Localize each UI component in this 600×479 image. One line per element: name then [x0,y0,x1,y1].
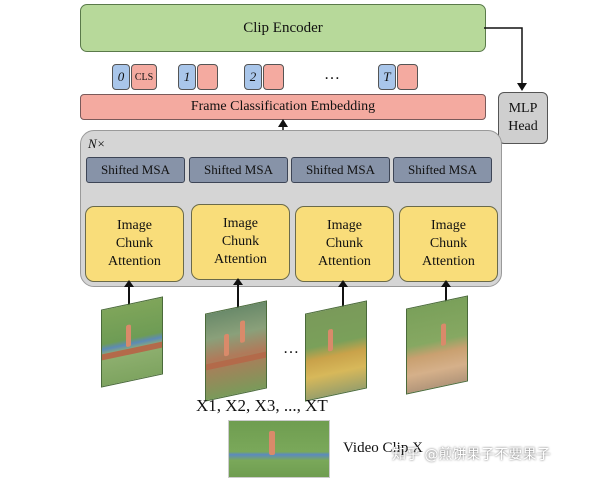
mlp-head-line-2: Head [508,119,538,134]
clip-encoder-label: Clip Encoder [243,19,323,36]
shifted-msa-1: Shifted MSA [86,157,185,183]
image-chunk-attention-2-line-1: Image [223,216,258,231]
frame-image-3 [305,300,367,402]
frames-ellipsis: … [283,340,299,357]
clip-to-mlp-arrowhead [517,83,527,91]
image-chunk-attention-2-line-3: Attention [214,252,267,267]
image-chunk-attention-1-line-2: Chunk [115,236,154,251]
frame-4-arrow [442,280,450,308]
token-index-2: 2 [244,64,262,90]
video-clip-label: Video Clip X [343,440,423,456]
frames-label-text: X1, X2, X3, ..., XT [196,396,328,415]
token-index-0: 0 [112,64,130,90]
image-chunk-attention-2-line-2: Chunk [221,234,260,249]
image-chunk-attention-4-line-3: Attention [422,254,475,269]
image-chunk-attention-3-line-1: Image [327,218,362,233]
watermark: 知乎 @煎饼果子不要果子 [392,447,551,463]
video-clip-runner [269,431,275,455]
image-chunk-attention-3: Image Chunk Attention [295,206,394,282]
shifted-msa-2-label: Shifted MSA [204,162,273,177]
shifted-msa-3: Shifted MSA [291,157,390,183]
frames-label: X1, X2, X3, ..., XT [196,396,328,416]
shifted-msa-4-label: Shifted MSA [408,162,477,177]
token-embedding-T [397,64,418,90]
token-group-1: 1 [178,64,218,90]
image-chunk-attention-3-line-2: Chunk [325,236,364,251]
mlp-head-box: MLP Head [498,92,548,144]
n-times-label: N× [88,136,106,151]
token-group-T: T [378,64,418,90]
shifted-msa-1-label: Shifted MSA [101,162,170,177]
shifted-msa-2: Shifted MSA [189,157,288,183]
frame-classification-embedding-box: Frame Classification Embedding [80,94,486,120]
frame-classification-embedding-label: Frame Classification Embedding [190,99,376,114]
video-clip-image [228,420,330,478]
image-chunk-attention-1-line-3: Attention [108,254,161,269]
frame-2-arrow [234,278,242,308]
mlp-head-line-1: MLP [508,101,538,116]
image-chunk-attention-4-line-1: Image [431,218,466,233]
token-index-1: 1 [178,64,196,90]
image-chunk-attention-3-line-3: Attention [318,254,371,269]
token-ellipsis: … [324,66,340,83]
token-embedding-1 [197,64,218,90]
image-chunk-attention-1-line-1: Image [117,218,152,233]
image-chunk-attention-1: Image Chunk Attention [85,206,184,282]
token-group-2: 2 [244,64,284,90]
clip-encoder-box: Clip Encoder [80,4,486,52]
image-chunk-attention-4: Image Chunk Attention [399,206,498,282]
shifted-msa-3-label: Shifted MSA [306,162,375,177]
frame-image-1 [101,296,163,388]
token-group-0: 0 CLS [112,64,157,90]
token-index-T: T [378,64,396,90]
frame-image-4 [406,295,468,395]
shifted-msa-4: Shifted MSA [393,157,492,183]
image-chunk-attention-4-line-2: Chunk [429,236,468,251]
frame-image-2 [205,300,267,402]
image-chunk-attention-2: Image Chunk Attention [191,204,290,280]
panel-to-embedding-arrowhead [278,119,288,127]
frame-1-arrow [125,280,133,308]
frame-3-arrow [339,280,347,308]
token-cls: CLS [131,64,157,90]
clip-to-mlp-connector [484,27,523,84]
token-embedding-2 [263,64,284,90]
